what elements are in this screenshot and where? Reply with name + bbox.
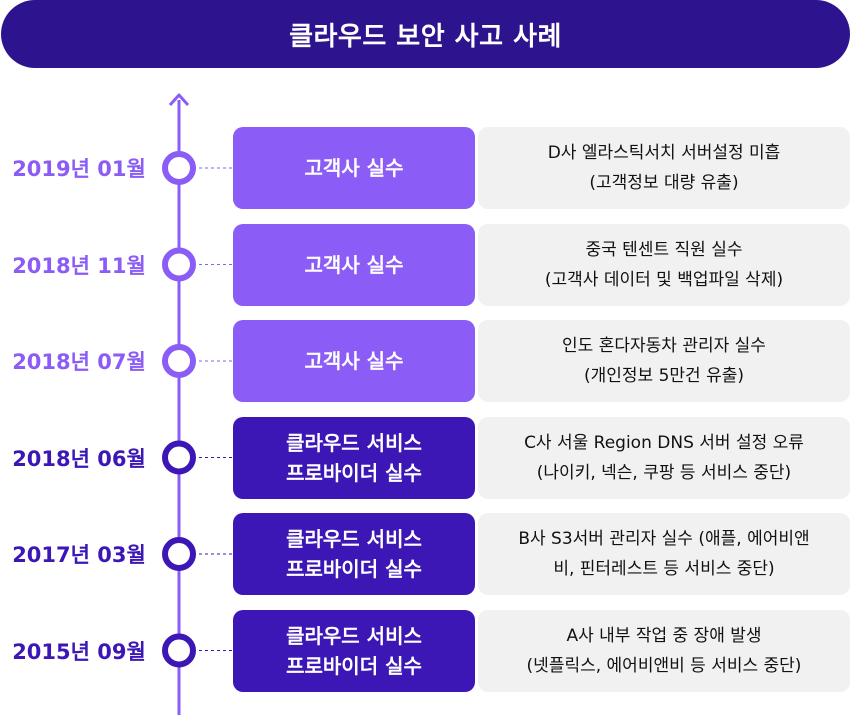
event-date: 2019년 01월 bbox=[12, 157, 146, 181]
event-description-line: 인도 혼다자동차 관리자 실수 bbox=[562, 336, 766, 356]
event-category: 고객사 실수 bbox=[233, 127, 475, 209]
event-date: 2018년 11월 bbox=[12, 253, 146, 278]
timeline-node bbox=[162, 151, 196, 185]
title-banner: 클라우드 보안 사고 사례 bbox=[1, 0, 850, 68]
event-description-line: (나이키, 넥슨, 쿠팡 등 서비스 중단) bbox=[536, 462, 792, 483]
event-date: 2018년 06월 bbox=[12, 446, 146, 471]
event-description: D사 엘라스틱서치 서버설정 미흡 (고객정보 대량 유출) bbox=[478, 127, 850, 209]
event-description-line: (개인정보 5만건 유출) bbox=[583, 366, 744, 386]
event-category-line: 클라우드 서비스 bbox=[286, 430, 422, 455]
event-description: C사 서울 Region DNS 서버 설정 오류 (나이키, 넥슨, 쿠팡 등 … bbox=[478, 416, 850, 499]
event-description-line: (고객정보 대량 유출) bbox=[589, 173, 739, 193]
timeline-node bbox=[162, 344, 196, 378]
timeline-node bbox=[162, 537, 196, 571]
timeline-node bbox=[162, 247, 196, 282]
event-category-line: 클라우드 서비스 bbox=[286, 623, 422, 648]
timeline-node bbox=[162, 440, 196, 475]
event-description: 인도 혼다자동차 관리자 실수 (개인정보 5만건 유출) bbox=[478, 320, 850, 402]
event-category: 고객사 실수 bbox=[233, 223, 475, 306]
event-category-line: 프로바이더 실수 bbox=[286, 557, 422, 581]
timeline-arrow-icon bbox=[168, 93, 190, 107]
page-title: 클라우드 보안 사고 사례 bbox=[289, 21, 562, 52]
event-description: A사 내부 작업 중 장애 발생 (넷플릭스, 에어비앤비 등 서비스 중단) bbox=[478, 609, 850, 692]
event-description-line: (넷플릭스, 에어비앤비 등 서비스 중단) bbox=[526, 655, 802, 676]
event-date: 2018년 07월 bbox=[12, 350, 146, 374]
event-category: 고객사 실수 bbox=[233, 320, 475, 402]
event-date: 2017년 03월 bbox=[12, 543, 146, 567]
event-date: 2015년 09월 bbox=[12, 639, 146, 664]
event-description-line: C사 서울 Region DNS 서버 설정 오류 bbox=[524, 432, 804, 453]
event-row: 2019년 01월 고객사 실수 D사 엘라스틱서치 서버설정 미흡 (고객정보 대량… bbox=[0, 127, 852, 209]
event-description-line: 비, 핀터레스트 등 서비스 중단) bbox=[553, 559, 775, 579]
event-category-line: 고객사 실수 bbox=[304, 252, 404, 277]
event-description-line: D사 엘라스틱서치 서버설정 미흡 bbox=[547, 143, 781, 163]
event-category-line: 고객사 실수 bbox=[304, 349, 404, 373]
event-category-line: 고객사 실수 bbox=[304, 156, 404, 180]
event-category-line: 프로바이더 실수 bbox=[286, 460, 422, 485]
event-description: 중국 텐센트 직원 실수 (고객사 데이터 및 백업파일 삭제) bbox=[478, 223, 850, 306]
event-description-line: A사 내부 작업 중 장애 발생 bbox=[566, 625, 762, 646]
event-description-line: B사 S3서버 관리자 실수 (애플, 에어비앤 bbox=[518, 529, 810, 549]
event-description-line: (고객사 데이터 및 백업파일 삭제) bbox=[544, 269, 784, 290]
event-row: 2018년 11월 고객사 실수 중국 텐센트 직원 실수 (고객사 데이터 및 백업… bbox=[0, 223, 852, 306]
event-row: 2018년 07월 고객사 실수 인도 혼다자동차 관리자 실수 (개인정보 5만건 … bbox=[0, 320, 852, 402]
timeline-node bbox=[162, 633, 196, 668]
event-description-line: 중국 텐센트 직원 실수 bbox=[585, 239, 743, 260]
event-category-line: 클라우드 서비스 bbox=[286, 527, 422, 551]
event-category-line: 프로바이더 실수 bbox=[286, 653, 422, 678]
